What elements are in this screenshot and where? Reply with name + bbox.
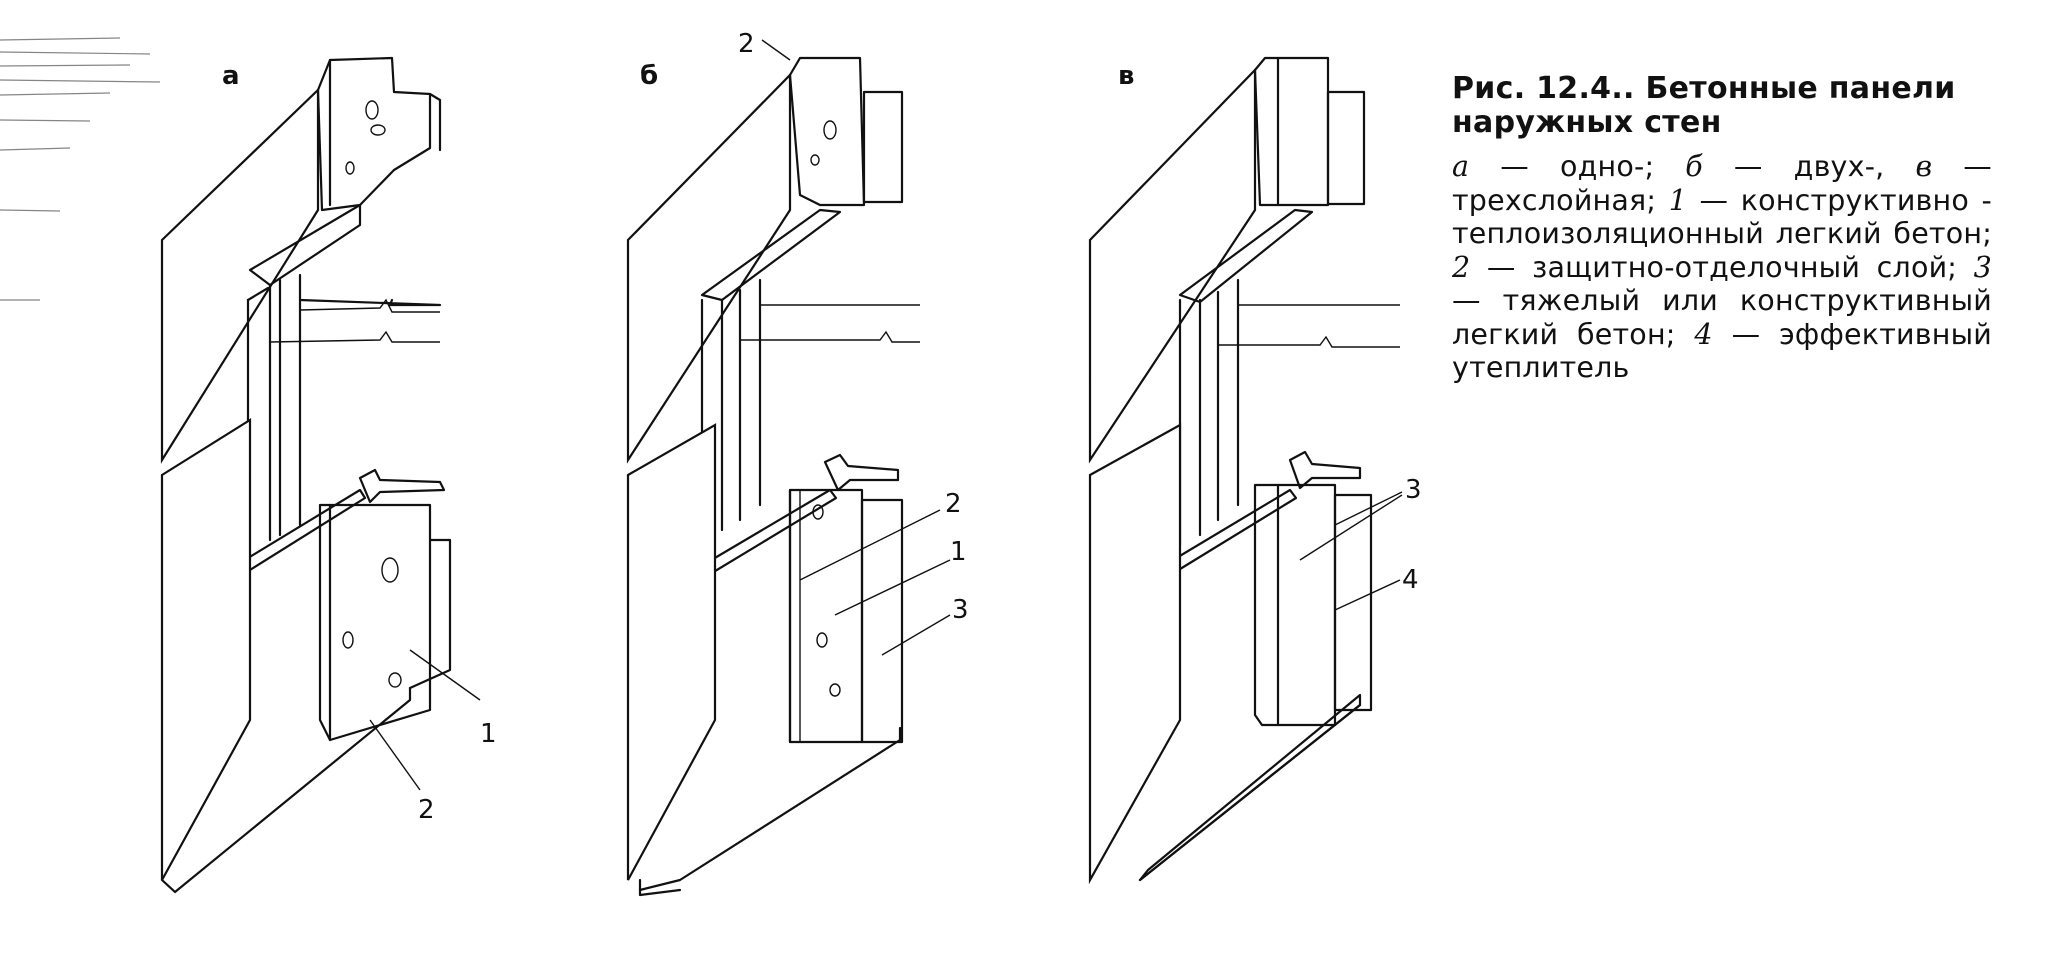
panel-a-letter: а	[222, 61, 240, 91]
panel-b-callout-3: 3	[952, 595, 969, 625]
panel-c-callout-4: 4	[1402, 565, 1419, 595]
panel-c: в 3 4	[1088, 56, 1422, 885]
legend-text-c: — трехслойная;	[1452, 150, 1992, 217]
legend-key-3: 3	[1973, 250, 1992, 284]
panel-b-callout-top-2: 2	[738, 29, 755, 59]
legend-text-1: — конструктивно - теплоизоляционный легк…	[1452, 183, 1993, 251]
legend-key-b: б	[1685, 150, 1703, 183]
legend-text-4: — эффективный утеплитель	[1452, 317, 1992, 385]
legend-text-b: — двух-,	[1702, 150, 1916, 183]
panel-a: а 1 2	[160, 56, 497, 894]
caption-title: Рис. 12.4.. Бетонные панели наружных сте…	[1452, 71, 1956, 140]
legend-text-a: — одно-;	[1469, 150, 1686, 183]
legend-key-a: а	[1452, 150, 1470, 183]
figure-caption: Рис. 12.4.. Бетонные панели наружных сте…	[1452, 72, 1992, 385]
panel-b: б 2 2 1 3	[626, 29, 969, 897]
panel-b-callout-2: 2	[945, 489, 962, 519]
panel-a-callout-2: 2	[418, 795, 435, 825]
panel-c-callout-3: 3	[1405, 475, 1422, 505]
legend-key-2: 2	[1452, 250, 1471, 284]
caption-body: а — одно-; б — двух-, в — трехслойная; 1…	[1452, 150, 1992, 385]
panel-b-letter: б	[640, 61, 658, 91]
legend-key-c: в	[1915, 150, 1933, 183]
scan-noise	[0, 37, 161, 301]
panel-b-callout-1: 1	[950, 537, 967, 567]
legend-text-3: — тяжелый или конструктивный легкий бето…	[1452, 284, 1992, 351]
panel-a-callout-1: 1	[480, 719, 497, 749]
legend-key-4: 4	[1694, 317, 1713, 351]
legend-text-2: — защитно-отделочный слой;	[1470, 250, 1974, 284]
legend-key-1: 1	[1668, 183, 1688, 217]
panel-c-letter: в	[1118, 61, 1134, 91]
